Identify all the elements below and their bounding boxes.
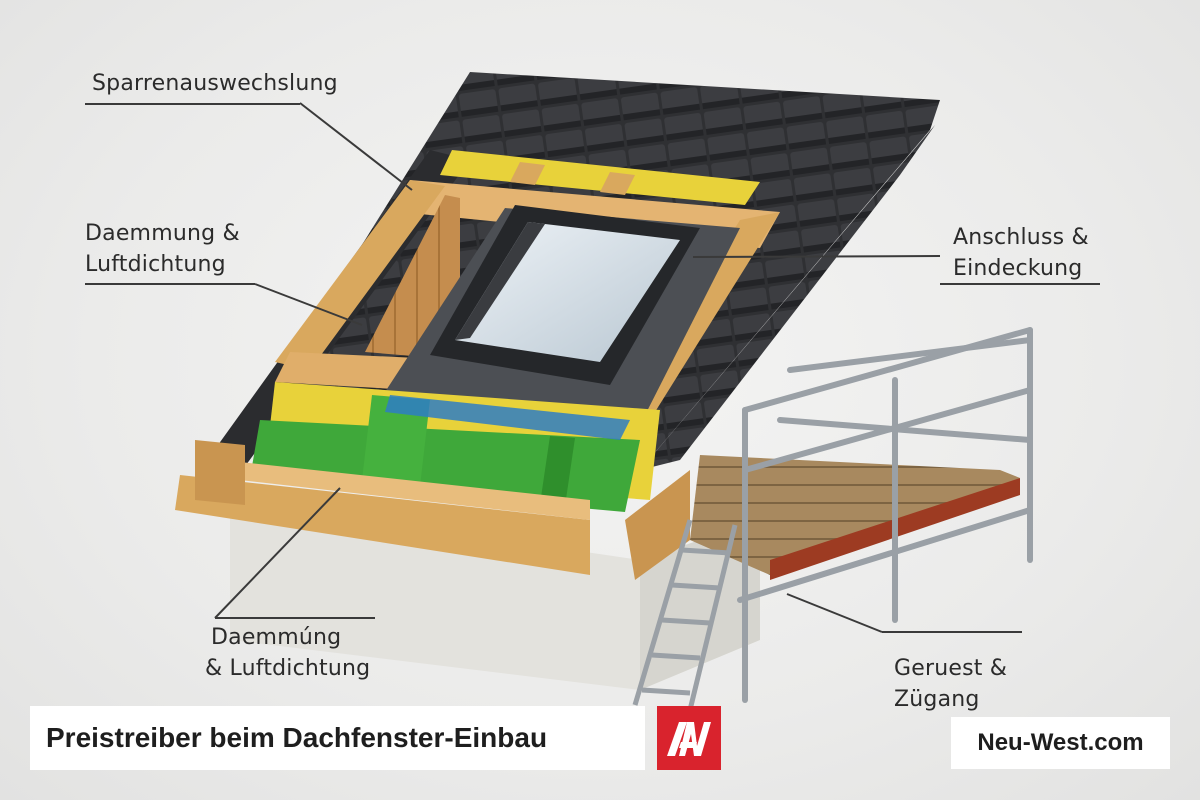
label-sparrenauswechslung: Sparrenauswechslung	[92, 68, 338, 99]
label-insulation-upper-underline	[85, 283, 255, 285]
label-scaffold-line2: Zügang	[894, 684, 1007, 715]
label-connection-line1: Anschluss &	[953, 222, 1089, 253]
brand-box: Neu-West.com	[951, 717, 1170, 769]
label-daemmung-upper: Daemmung & Luftdichtung	[85, 218, 240, 280]
label-insulation-lower-overline	[215, 617, 375, 619]
label-connection-line2: Eindeckung	[953, 253, 1089, 284]
label-scaffold-line1: Geruest &	[894, 653, 1007, 684]
banner-title: Preistreiber beim Dachfenster-Einbau	[30, 722, 547, 754]
label-anschluss: Anschluss & Eindeckung	[953, 222, 1089, 284]
label-connection-underline	[940, 283, 1100, 285]
label-insulation-upper-line1: Daemmung &	[85, 218, 240, 249]
label-geruest: Geruest & Zügang	[894, 653, 1007, 715]
brand-logo	[657, 706, 721, 770]
aw-logo-icon	[657, 706, 721, 770]
label-scaffold-overline	[882, 631, 1022, 633]
label-rafter-underline	[85, 103, 300, 105]
banner-title-box: Preistreiber beim Dachfenster-Einbau	[30, 706, 645, 770]
brand-name: Neu-West.com	[977, 729, 1143, 757]
label-insulation-upper-line2: Luftdichtung	[85, 249, 240, 280]
label-insulation-lower-line2: & Luftdichtung	[205, 653, 370, 684]
label-insulation-lower-line1: Daemmúng	[205, 622, 370, 653]
label-rafter-text: Sparrenauswechslung	[92, 68, 338, 99]
label-daemmung-lower: Daemmúng & Luftdichtung	[205, 622, 370, 684]
